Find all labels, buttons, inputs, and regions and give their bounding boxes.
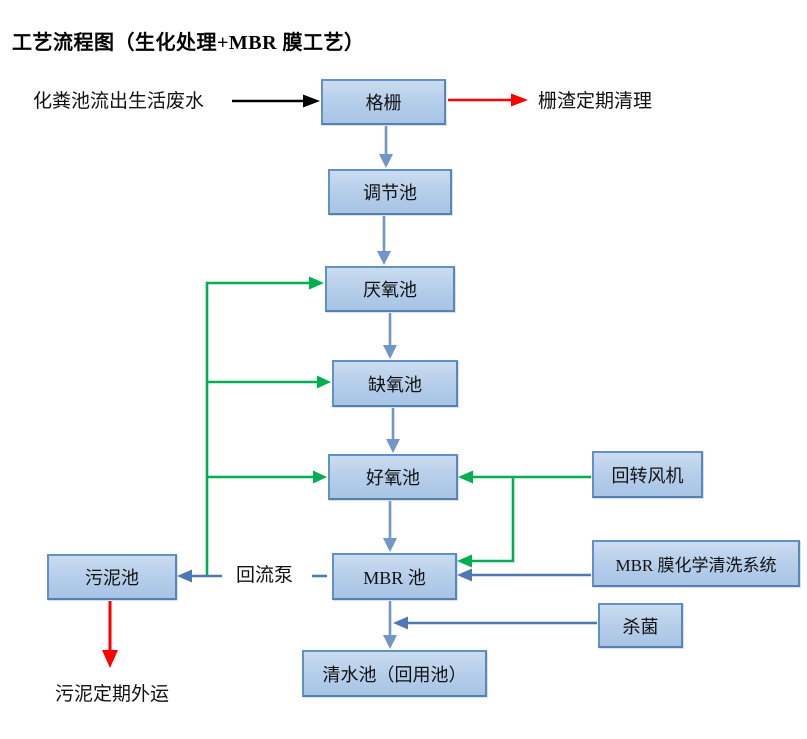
arrow-mbr-to-cleanwater <box>383 601 397 649</box>
label-sludge-disposal: 污泥定期外运 <box>55 684 170 705</box>
node-disinfection: 杀菌 <box>598 603 683 648</box>
arrow-sludge-disposal <box>102 601 118 668</box>
recycle-line-trunk <box>205 276 324 576</box>
diagram-title: 工艺流程图（生化处理+MBR 膜工艺） <box>12 32 365 54</box>
arrow-regulating-to-anaerobic <box>377 216 391 265</box>
air-line-blower-to-mbr <box>457 477 515 568</box>
node-mbr-cleaning-system: MBR 膜化学清洗系统 <box>592 540 800 587</box>
arrow-aerobic-to-mbr <box>383 501 397 552</box>
node-rotary-blower: 回转风机 <box>592 451 703 498</box>
arrow-cleaning-to-mbr <box>457 568 591 582</box>
label-influent: 化粪池流出生活废水 <box>33 91 205 112</box>
node-regulating-tank: 调节池 <box>328 169 452 215</box>
air-line-blower-to-aerobic <box>458 470 591 484</box>
recycle-arrow-to-aerobic <box>207 470 327 484</box>
arrow-disinfection-to-outlet <box>393 616 597 630</box>
node-grating: 格栅 <box>321 79 446 125</box>
arrow-influent-to-grating <box>232 94 320 108</box>
arrow-grating-to-screenings <box>448 93 528 107</box>
arrow-grating-to-regulating <box>379 126 393 168</box>
node-anoxic-tank: 缺氧池 <box>332 360 458 407</box>
arrow-anoxic-to-aerobic <box>386 408 400 453</box>
node-mbr-tank: MBR 池 <box>332 553 457 600</box>
label-screenings-disposal: 栅渣定期清理 <box>538 91 653 112</box>
node-anaerobic-tank: 厌氧池 <box>325 266 455 312</box>
return-line-mbr-to-sludge <box>177 569 327 583</box>
label-return-pump: 回流泵 <box>236 565 294 586</box>
arrow-anaerobic-to-anoxic <box>383 313 397 359</box>
node-sludge-tank: 污泥池 <box>47 554 177 600</box>
node-aerobic-tank: 好氧池 <box>328 454 458 500</box>
node-clean-water-tank: 清水池（回用池） <box>302 650 487 697</box>
recycle-arrow-to-anoxic <box>207 375 331 389</box>
